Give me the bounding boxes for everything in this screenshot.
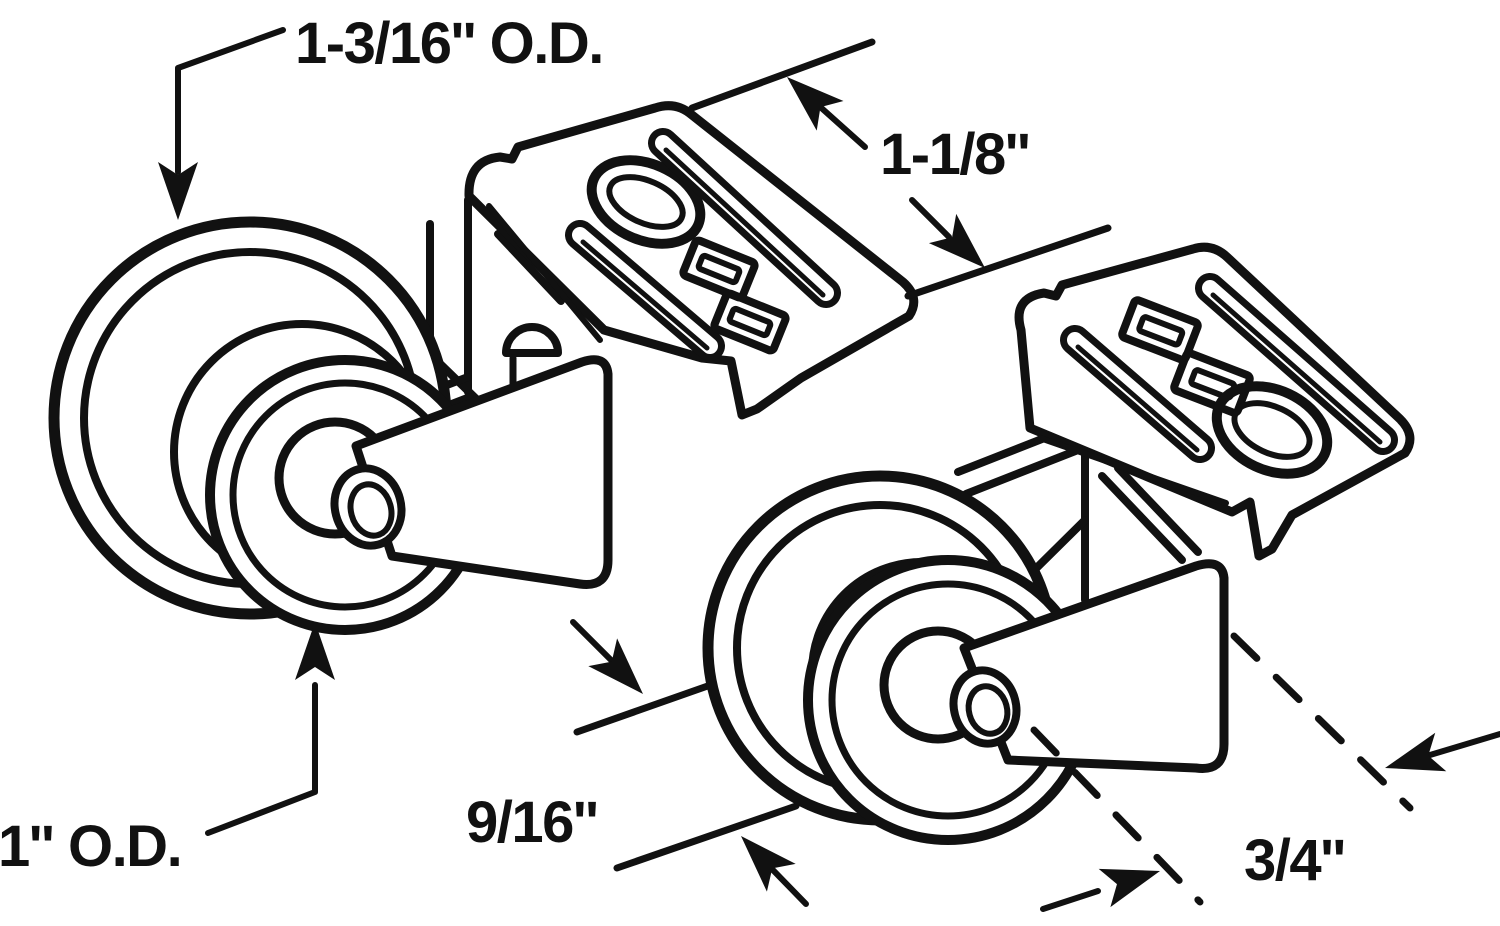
left-plate-oval-slot — [586, 155, 706, 249]
right-plate-rail-slots — [1060, 273, 1398, 463]
arrowhead — [158, 162, 198, 220]
dimension-bracket-width: 1-1/8'' — [688, 38, 1112, 300]
left-mounting-plate — [464, 101, 919, 420]
arrowhead — [588, 638, 643, 694]
left-plate-louver-slot — [679, 236, 759, 302]
dimension-large-od: 1-3/16'' O.D. — [158, 11, 604, 220]
arrowhead — [295, 622, 335, 680]
right-plate-oval-slot — [1211, 381, 1333, 479]
right-roller-assembly — [702, 242, 1415, 845]
dimension-label-roller-depth: 9/16'' — [466, 790, 597, 855]
dimension-label-bracket-width: 1-1/8'' — [880, 122, 1029, 187]
arrowhead — [741, 836, 796, 892]
right-plate-louver-slot — [1118, 296, 1202, 364]
arrowhead — [787, 77, 844, 131]
dimension-small-od: 1'' O.D. — [0, 622, 335, 879]
left-plate-louver-slot — [710, 289, 790, 355]
dimension-label-large-od: 1-3/16'' O.D. — [295, 11, 603, 76]
left-gusset-plate — [351, 355, 613, 589]
dimension-label-offset: 3/4'' — [1244, 828, 1345, 893]
arrowhead — [928, 213, 985, 268]
right-mounting-plate — [1014, 242, 1415, 561]
dimension-label-small-od: 1'' O.D. — [0, 814, 181, 879]
arrowhead — [1098, 868, 1160, 908]
left-axle — [330, 464, 406, 550]
arrowhead — [1385, 732, 1447, 772]
dimension-offset: 3/4'' — [1030, 632, 1500, 912]
right-gusset-plate — [959, 559, 1229, 773]
left-roller-assembly — [48, 101, 919, 635]
right-axle — [949, 666, 1021, 748]
left-plate-rail-slots — [565, 128, 841, 361]
